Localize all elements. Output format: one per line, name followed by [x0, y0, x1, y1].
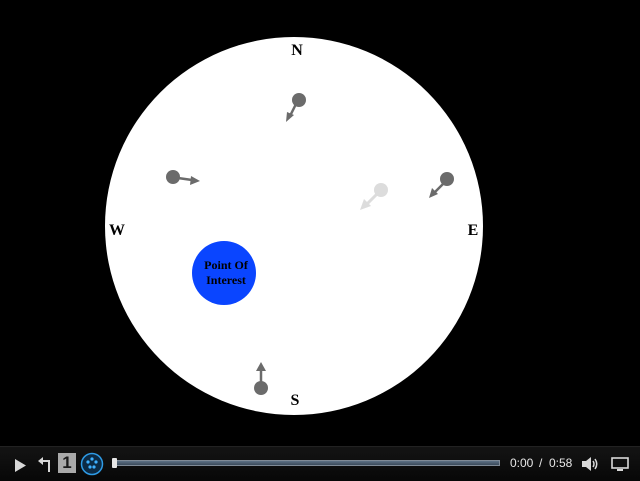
- seek-handle[interactable]: [112, 458, 117, 468]
- time-separator: /: [539, 456, 543, 470]
- video-area[interactable]: N S E W: [0, 0, 640, 446]
- player-controls: 1 0:00 / 0:58: [0, 446, 640, 481]
- compass-animation: N S E W: [105, 37, 483, 415]
- marker-north: [286, 93, 306, 122]
- current-time: 0:00: [510, 456, 534, 470]
- compass-north-label: N: [291, 42, 303, 59]
- poi-circle: [192, 241, 256, 305]
- seek-bar[interactable]: [112, 458, 500, 468]
- play-button[interactable]: [10, 455, 30, 475]
- sprinkler-button[interactable]: [80, 452, 104, 476]
- poi-label-line1: Point Of: [204, 258, 249, 272]
- speaker-icon: [582, 457, 598, 471]
- poi-label-line2: Interest: [206, 273, 246, 287]
- sprinkler-icon: [80, 452, 104, 476]
- fullscreen-button[interactable]: [610, 455, 630, 473]
- play-icon: [15, 459, 26, 472]
- compass-circle: [105, 37, 483, 415]
- compass-south-label: S: [291, 392, 300, 409]
- captions-button[interactable]: 1: [58, 453, 76, 473]
- volume-button[interactable]: [580, 454, 600, 474]
- marker-east: [429, 172, 454, 198]
- marker-south: [254, 362, 268, 395]
- marker-west: [166, 170, 200, 185]
- total-duration: 0:58: [549, 456, 573, 470]
- marker-faded: [360, 183, 388, 210]
- return-arrow-icon: [38, 457, 50, 472]
- monitor-icon: [611, 457, 629, 471]
- rewind-button[interactable]: [34, 454, 54, 474]
- compass-east-label: E: [468, 222, 479, 239]
- compass-west-label: W: [109, 222, 125, 239]
- point-of-interest: Point Of Interest: [192, 241, 256, 305]
